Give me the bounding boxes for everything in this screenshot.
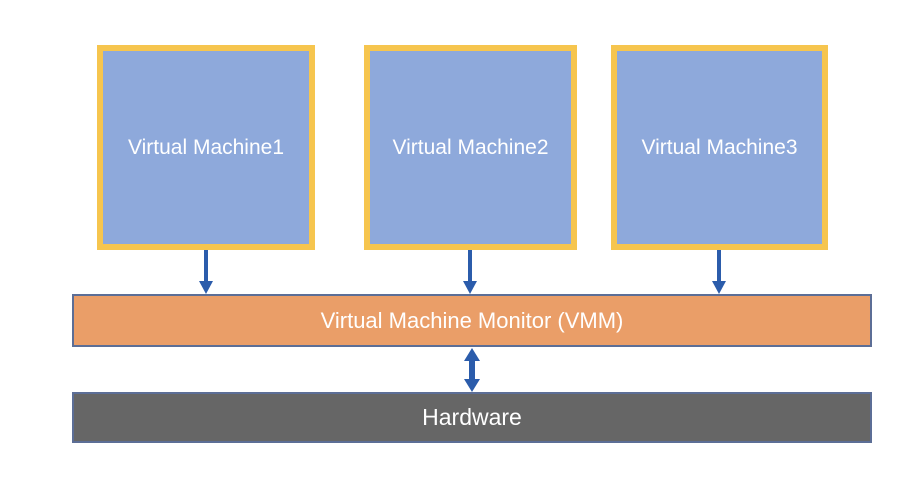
vmm-label: Virtual Machine Monitor (VMM) [320, 307, 624, 333]
vm3-to-vmm-arrow-icon [712, 250, 726, 294]
vm2-to-vmm-arrow-icon [463, 250, 477, 294]
vmm-hardware-double-arrow-icon [464, 348, 480, 392]
vm3-box: Virtual Machine3 [611, 45, 828, 250]
vm1-box: Virtual Machine1 [97, 45, 315, 250]
vm3-label: Virtual Machine3 [641, 135, 798, 159]
vmm-bar: Virtual Machine Monitor (VMM) [72, 294, 872, 347]
vm2-box: Virtual Machine2 [364, 45, 577, 250]
vm1-to-vmm-arrow-icon [199, 250, 213, 294]
hardware-label: Hardware [422, 404, 522, 430]
hardware-bar: Hardware [72, 392, 872, 443]
vm2-label: Virtual Machine2 [392, 135, 549, 159]
vm1-label: Virtual Machine1 [127, 135, 285, 159]
